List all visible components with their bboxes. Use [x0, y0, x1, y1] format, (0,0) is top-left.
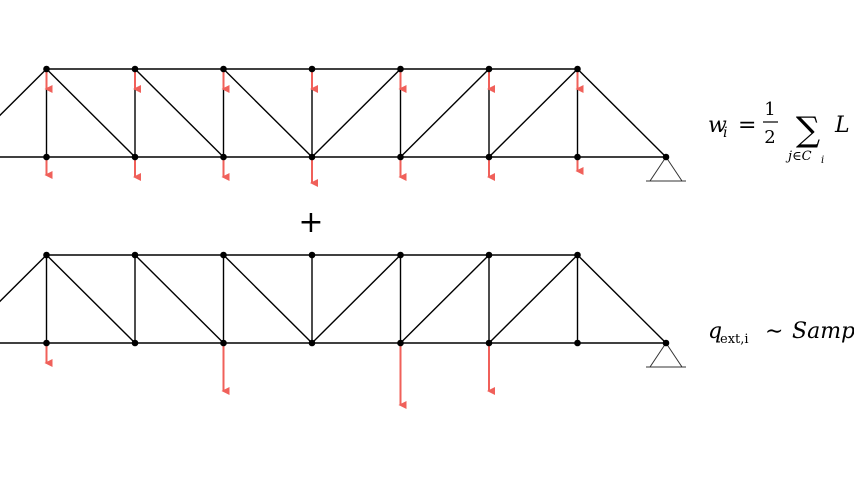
diagonal-member	[134, 68, 224, 158]
external-lhs-sub: ext,i	[720, 332, 749, 347]
truss-node	[485, 339, 493, 347]
end-diagonal-left	[0, 254, 47, 303]
truss-node	[131, 251, 139, 259]
truss-node	[308, 339, 316, 347]
truss-node	[662, 339, 670, 347]
truss-node	[662, 153, 670, 161]
weight-term: L	[834, 113, 850, 138]
truss-node	[485, 153, 493, 161]
truss-node	[574, 65, 581, 73]
truss-node	[220, 65, 227, 73]
diagonal-member	[400, 254, 490, 344]
truss-node	[308, 65, 316, 73]
weight-sum-sign: ∑	[796, 110, 820, 150]
external-load-equation: q ext,i ∼ Samp	[708, 319, 854, 347]
diagonal-member	[223, 254, 313, 344]
truss-node	[485, 251, 493, 259]
pin-support-triangle	[649, 156, 683, 182]
truss-node	[43, 153, 50, 161]
truss-node	[485, 65, 493, 73]
truss-node	[397, 339, 404, 347]
weight-sum-sub: j∈C	[785, 149, 812, 164]
weight-lhs: w	[708, 113, 727, 138]
truss-node	[397, 251, 404, 259]
weight-equation: w i = 1 2 ∑ j∈C i L	[708, 99, 850, 166]
diagonal-member	[134, 254, 224, 344]
end-diagonal-left	[0, 68, 47, 117]
diagonal-member	[46, 254, 136, 344]
diagonal-member	[46, 68, 136, 158]
truss-node	[397, 65, 404, 73]
truss-node	[220, 251, 227, 259]
weight-sum-sub-sub: i	[821, 155, 824, 166]
truss-node	[131, 65, 139, 73]
diagonal-member	[488, 254, 578, 344]
external-lhs: q	[708, 319, 722, 344]
weight-frac-den: 2	[764, 127, 775, 148]
truss-bottom	[0, 251, 686, 409]
diagonal-member	[400, 68, 490, 158]
diagonal-member	[488, 68, 578, 158]
truss-node	[397, 153, 404, 161]
truss-node	[43, 65, 50, 73]
truss-node	[220, 153, 227, 161]
truss-node	[43, 251, 50, 259]
truss-node	[308, 251, 316, 259]
truss-node	[43, 339, 50, 347]
truss-node	[131, 339, 139, 347]
diagonal-member	[223, 68, 313, 158]
truss-node	[308, 153, 316, 161]
weight-frac-num: 1	[764, 99, 775, 120]
end-diagonal-right	[577, 68, 667, 158]
truss-node	[574, 153, 581, 161]
pin-support-triangle	[649, 342, 683, 368]
plus-operator: +	[298, 205, 323, 240]
diagonal-member	[311, 68, 401, 158]
truss-node	[131, 153, 139, 161]
weight-equals: =	[738, 113, 756, 138]
weight-lhs-sub: i	[723, 125, 727, 141]
end-diagonal-right	[577, 254, 667, 344]
external-relation: ∼	[765, 319, 783, 344]
truss-node	[574, 339, 581, 347]
external-rhs: Samp	[792, 319, 854, 344]
truss-top	[0, 65, 686, 187]
diagonal-member	[311, 254, 401, 344]
truss-node	[574, 251, 581, 259]
truss-node	[220, 339, 227, 347]
